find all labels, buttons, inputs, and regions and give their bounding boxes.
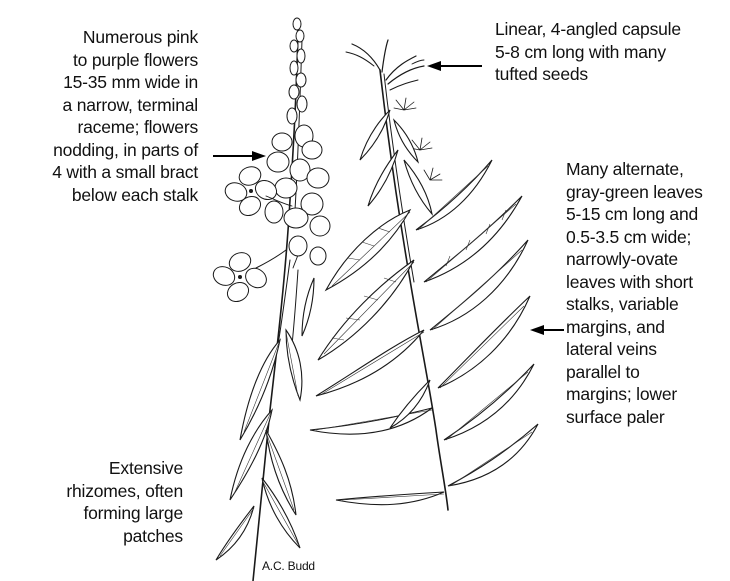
rhizomes-annotation: Extensive rhizomes, often forming large …: [0, 457, 183, 547]
right-leafy-stem: [310, 40, 538, 510]
four-petal-flower-lower: [210, 249, 286, 305]
flower-bud-raceme-tip: [287, 18, 307, 124]
leaves-arrow: [530, 325, 564, 335]
illustrator-credit: A.C. Budd: [262, 559, 315, 573]
open-flowers: [210, 125, 330, 305]
capsule-annotation: Linear, 4-angled capsule 5-8 cm long wit…: [495, 18, 727, 86]
flowers-arrow: [213, 151, 266, 161]
left-flowering-stem: [210, 18, 330, 581]
capsule-arrow: [427, 61, 482, 71]
left-leaves: [216, 278, 314, 560]
right-leaves: [310, 110, 538, 505]
leaves-annotation: Many alternate, gray-green leaves 5-15 c…: [566, 158, 730, 428]
flowers-annotation: Numerous pink to purple flowers 15-35 mm…: [0, 26, 198, 206]
